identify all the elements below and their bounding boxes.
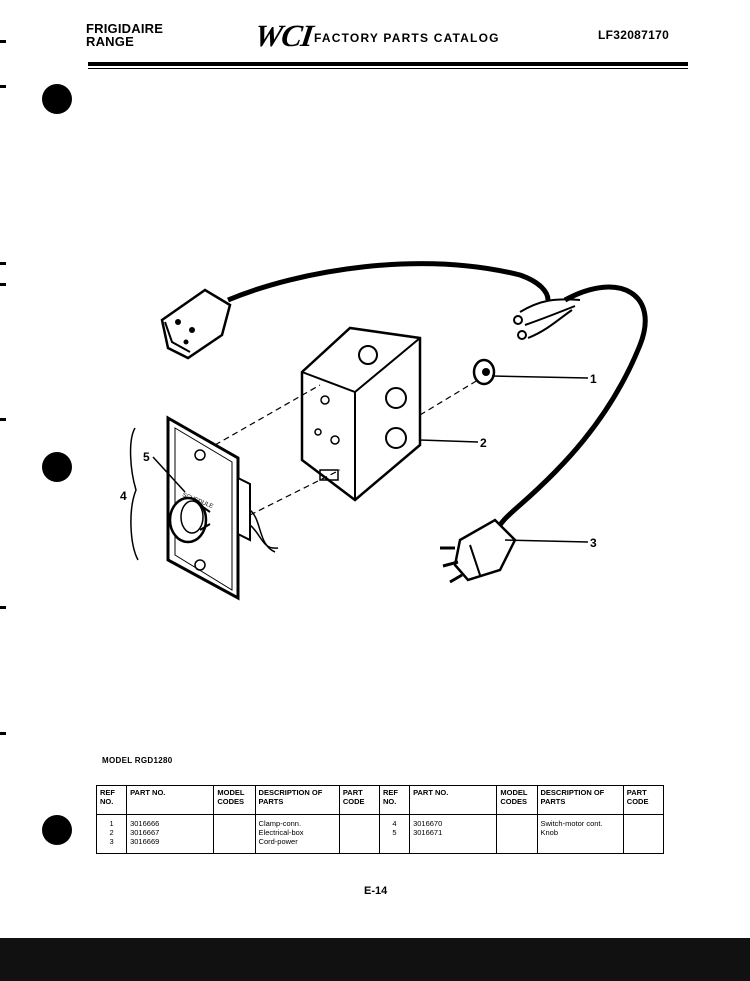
connector-plug <box>160 288 232 360</box>
ref-cell: 1 2 3 <box>95 814 128 854</box>
col-description-2: DESCRIPTION OF PARTS <box>536 785 624 815</box>
col-part-code-2: PART CODE <box>622 785 665 815</box>
part-4: 3016670 <box>413 819 443 828</box>
brand-name: FRIGIDAIRE RANGE <box>86 22 163 48</box>
part-5: 3016671 <box>413 828 443 837</box>
leader-lines <box>129 375 589 561</box>
ref-5: 5 <box>392 828 397 837</box>
col-part-no-2: PART NO. <box>409 785 498 815</box>
ref-1: 1 <box>109 819 114 828</box>
ref-2: 2 <box>109 828 114 837</box>
desc-5: Knob <box>540 828 559 837</box>
col-part-no: PART NO. <box>126 785 215 815</box>
parts-table: REF NO. PART NO. MODEL CODES DESCRIPTION… <box>95 785 665 854</box>
part-code-cell <box>338 814 380 854</box>
edge-mark <box>0 418 6 421</box>
scan-edge-band <box>0 938 750 981</box>
power-plug <box>440 518 517 584</box>
edge-mark <box>0 732 6 735</box>
part-cell-2: 3016670 3016671 <box>409 814 498 854</box>
parts-diagram: SCHEDULE 1 2 3 4 5 <box>120 261 648 601</box>
ref-3: 3 <box>109 837 114 846</box>
page-number: E-14 <box>364 885 388 897</box>
part-cell: 3016666 3016667 3016669 <box>126 814 215 854</box>
model-codes-cell-2 <box>496 814 538 854</box>
binder-hole-top <box>42 84 72 114</box>
part-1: 3016666 <box>130 819 160 828</box>
desc-1: Clamp-conn. <box>258 819 302 828</box>
col-description: DESCRIPTION OF PARTS <box>254 785 340 815</box>
col-ref-no-2: REF NO. <box>378 785 411 815</box>
desc-cell: Clamp-conn. Electrical-box Cord-power <box>254 814 340 854</box>
table-row: 1 2 3 3016666 3016667 3016669 Clamp-conn… <box>95 814 665 854</box>
ref-4: 4 <box>392 819 397 828</box>
model-codes-cell <box>213 814 256 854</box>
part-3: 3016669 <box>130 837 160 846</box>
callout-2: 2 <box>480 436 487 450</box>
brand-line-2: RANGE <box>86 34 134 49</box>
desc-3: Cord-power <box>258 837 298 846</box>
callout-1: 1 <box>590 372 597 386</box>
part-2: 3016667 <box>130 828 160 837</box>
desc-4: Switch-motor cont. <box>540 819 603 828</box>
wire-leads <box>513 298 581 340</box>
header-rule <box>88 62 688 66</box>
brand-line-1: FRIGIDAIRE <box>86 21 164 36</box>
power-cord <box>492 284 648 536</box>
part-code-cell-2 <box>622 814 665 854</box>
table-header-row: REF NO. PART NO. MODEL CODES DESCRIPTION… <box>95 785 665 815</box>
callout-3: 3 <box>590 536 597 550</box>
ref-cell-2: 4 5 <box>378 814 411 854</box>
col-model-codes-2: MODEL CODES <box>496 785 538 815</box>
edge-mark <box>0 40 6 43</box>
callout-5: 5 <box>143 450 150 464</box>
desc-2: Electrical-box <box>258 828 304 837</box>
desc-cell-2: Switch-motor cont. Knob <box>536 814 624 854</box>
catalog-title: FACTORY PARTS CATALOG <box>314 31 500 45</box>
edge-mark <box>0 85 6 88</box>
assembly-lines <box>214 379 479 516</box>
col-part-code: PART CODE <box>338 785 380 815</box>
callout-4: 4 <box>120 489 127 503</box>
electrical-box <box>300 326 422 502</box>
edge-mark <box>0 283 6 286</box>
model-label: MODEL RGD1280 <box>102 756 173 765</box>
edge-mark <box>0 606 6 609</box>
header-rule-thin <box>88 68 688 69</box>
col-model-codes: MODEL CODES <box>213 785 256 815</box>
binder-hole-bottom <box>42 815 72 845</box>
binder-hole-middle <box>42 452 72 482</box>
upper-cord <box>227 261 551 303</box>
col-ref-no: REF NO. <box>95 785 128 815</box>
clamp-connector <box>472 358 496 386</box>
catalog-code: LF32087170 <box>598 28 670 42</box>
edge-mark <box>0 262 6 265</box>
